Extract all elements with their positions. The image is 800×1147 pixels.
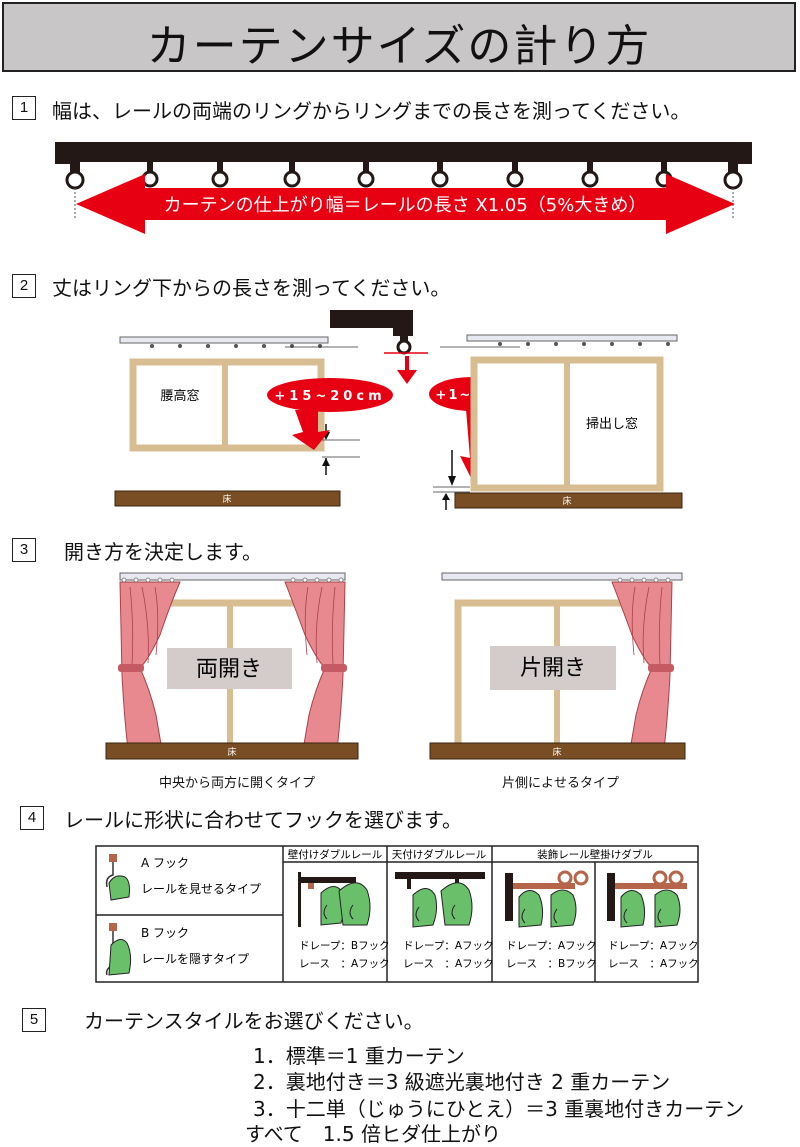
right-floor-label: 床 xyxy=(562,495,571,507)
left-open-floor-label: 床 xyxy=(227,746,236,758)
cell-3-drape: ドレープ：Aフック xyxy=(506,940,597,952)
step-number-2: 2 xyxy=(12,274,36,298)
single-open-label-box xyxy=(490,646,616,690)
step-number-3: 3 xyxy=(12,538,36,562)
both-open-caption: 中央から両方に開くタイプ xyxy=(159,776,316,791)
both-open-label: 両開き xyxy=(196,657,262,682)
cell-2-lace: レース ：Aフック xyxy=(403,958,494,970)
width-double-arrow xyxy=(76,174,735,234)
step-4-text: レールに形状に合わせてフックを選びます。 xyxy=(64,808,462,832)
open-style-diagram: 両開き 床 片開き 床 xyxy=(105,572,686,760)
hook-b-name: B フック xyxy=(141,926,189,940)
step-2-text: 丈はリング下からの長さを測ってください。 xyxy=(52,276,451,300)
step-number-1: 1 xyxy=(12,96,36,120)
hook-b-desc: レールを隠すタイプ xyxy=(141,952,249,966)
style-item-3: 3．十二単（じゅうにひとえ）＝3 重裏地付きカーテン xyxy=(253,1097,745,1121)
step-3-text: 開き方を決定します。 xyxy=(64,540,262,564)
title-banner: カーテンサイズの計り方 xyxy=(2,2,796,72)
left-floor-label: 床 xyxy=(222,493,231,505)
single-open-label: 片開き xyxy=(520,656,586,681)
cell-1-lace: レース ：Aフック xyxy=(299,958,390,970)
left-bubble xyxy=(267,378,393,412)
col-ceiling-double: 天付けダブルレール xyxy=(392,848,487,861)
right-open-floor-label: 床 xyxy=(552,746,561,758)
step-number-4: 4 xyxy=(20,806,44,830)
col-deco-double: 装飾レール壁掛けダブル xyxy=(537,848,653,861)
cell-4-drape: ドレープ：Aフック xyxy=(608,940,699,952)
col-wall-double: 壁付けダブルレール xyxy=(288,848,383,861)
cell-4-lace: レース ：Aフック xyxy=(608,958,699,970)
cell-1-drape: ドレープ：Bフック xyxy=(299,940,390,952)
cell-3-lace: レース ：Bフック xyxy=(506,958,597,970)
single-open-caption: 片側によせるタイプ xyxy=(502,776,620,791)
cell-2-drape: ドレープ：Aフック xyxy=(403,940,494,952)
hook-a-desc: レールを見せるタイプ xyxy=(141,882,261,896)
rail-width-diagram: カーテンの仕上がり幅＝レールの長さ X1.05（5%大きめ） xyxy=(55,142,752,234)
page-title: カーテンサイズの計り方 xyxy=(146,21,652,72)
hook-table: A フック レールを見せるタイプ B フック レールを隠すタイプ 壁付けダブルレ… xyxy=(95,845,699,983)
curtain-rail xyxy=(55,142,752,162)
hook-a-name: A フック xyxy=(141,856,189,870)
step-1-text: 幅は、レールの両端のリングからリングまでの長さを測ってください。 xyxy=(52,99,691,123)
right-window-label: 掃出し窓 xyxy=(586,416,638,432)
style-item-2: 2．裏地付き＝3 級遮光裏地付き 2 重カーテン xyxy=(253,1070,671,1094)
pleat-note: すべて 1.5 倍ヒダ仕上がり xyxy=(245,1122,501,1146)
both-open-label-box xyxy=(167,648,292,689)
style-item-1: 1．標準＝1 重カーテン xyxy=(253,1044,465,1068)
left-window-label: 腰高窓 xyxy=(160,388,199,404)
width-arrow-text: カーテンの仕上がり幅＝レールの長さ X1.05（5%大きめ） xyxy=(164,195,647,216)
step-number-5: 5 xyxy=(22,1008,46,1032)
left-bubble-text: +15~20cm xyxy=(274,389,385,404)
length-diagram: 腰高窓 床 +15~20cm +1~2cm 掃出し窓 床 xyxy=(114,310,683,510)
step-5-text: カーテンスタイルをお選びください。 xyxy=(84,1009,424,1033)
